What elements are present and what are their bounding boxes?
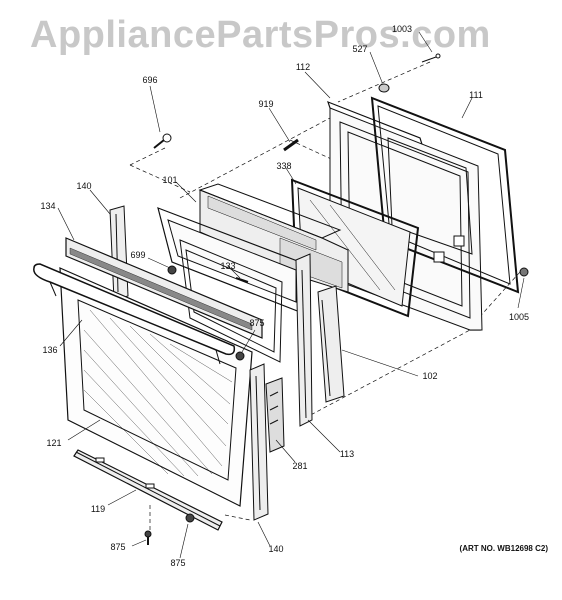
hinge bbox=[265, 377, 285, 453]
callout-113: 113 bbox=[339, 449, 355, 459]
callout-134: 134 bbox=[40, 201, 56, 211]
washer-527 bbox=[378, 83, 390, 93]
callout-875-mid: 875 bbox=[249, 318, 265, 328]
clip-133 bbox=[235, 277, 249, 283]
right-side-bracket bbox=[295, 253, 313, 427]
callout-696: 696 bbox=[142, 75, 158, 85]
screw-875-left bbox=[144, 530, 152, 545]
door-window-hatching bbox=[83, 309, 233, 477]
screw-696 bbox=[153, 133, 172, 149]
screws bbox=[144, 53, 529, 545]
callout-1005: 1005 bbox=[508, 312, 530, 322]
callout-136: 136 bbox=[42, 345, 58, 355]
callout-281: 281 bbox=[292, 461, 308, 471]
callout-1003: 1003 bbox=[391, 24, 413, 34]
art-number: (ART NO. WB12698 C2) bbox=[459, 544, 548, 553]
callout-119: 119 bbox=[90, 504, 106, 514]
callout-919: 919 bbox=[258, 99, 274, 109]
side-bracket-bottom bbox=[249, 363, 269, 521]
side-bracket-top bbox=[109, 205, 129, 301]
watermark: AppliancePartsPros.com bbox=[30, 14, 491, 56]
callout-338: 338 bbox=[276, 161, 292, 171]
door-handle bbox=[33, 263, 236, 365]
screw-875-mid bbox=[235, 351, 245, 361]
callout-875-left: 875 bbox=[110, 542, 126, 552]
top-vent-trim bbox=[65, 237, 263, 339]
door-outer-panel bbox=[59, 267, 253, 507]
screw-875-bottom bbox=[185, 513, 195, 523]
callout-112: 112 bbox=[295, 62, 311, 72]
screw-1003 bbox=[421, 53, 441, 63]
door-gasket bbox=[370, 96, 520, 294]
callout-133: 133 bbox=[220, 261, 236, 271]
leader-lines bbox=[57, 31, 525, 559]
bottom-trim bbox=[73, 449, 223, 531]
screw-1005 bbox=[519, 267, 529, 277]
callout-140-top: 140 bbox=[76, 181, 92, 191]
callout-699: 699 bbox=[130, 250, 146, 260]
side-channel bbox=[317, 285, 345, 403]
callout-102: 102 bbox=[422, 371, 438, 381]
callout-101: 101 bbox=[162, 175, 178, 185]
callout-111: 111 bbox=[469, 90, 483, 100]
callout-140-bottom: 140 bbox=[268, 544, 284, 554]
insulation-block bbox=[198, 183, 349, 293]
callout-875-bottom: 875 bbox=[170, 558, 186, 568]
callout-121: 121 bbox=[46, 438, 62, 448]
screw-699 bbox=[167, 265, 177, 275]
spring-919 bbox=[283, 138, 299, 152]
callout-527: 527 bbox=[352, 44, 368, 54]
